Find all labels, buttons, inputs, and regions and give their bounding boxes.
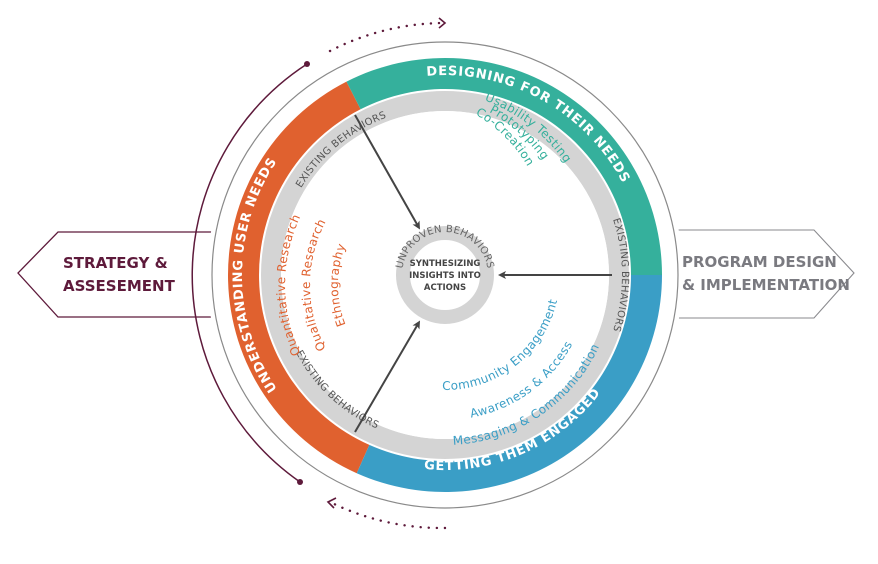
dotted-arrow-bottom-head [326,497,337,509]
segment-understanding-user-needs [228,81,370,474]
dotted-arrow-top [328,21,444,53]
segment-getting-them-engaged [356,275,662,492]
dotted-arrow-bottom [330,501,447,530]
strategy-label-line2: ASSESEMENT [63,277,176,295]
arrow-from-top-existing [354,114,420,230]
strategy-assessment-arrow [17,231,232,318]
segment-designing-for-their-needs [346,58,662,275]
cycle-arc-top-dot [304,61,310,67]
outer-circle [211,41,679,509]
hub-center-line1: SYNTHESIZING [410,259,481,269]
program-label-line2: & IMPLEMENTATION [682,276,850,294]
existing-behaviors-ring [261,91,629,459]
method-ethnography: Ethnography [327,241,348,328]
program-design-arrow [678,229,855,319]
hub-center-line2: INSIGHTS INTO [409,271,481,281]
arrow-from-bottom-existing [354,320,421,433]
cycle-arc-left [191,63,308,483]
hub-center-line3: ACTIONS [424,283,466,293]
program-label-line1: PROGRAM DESIGN [682,253,837,271]
strategy-label-line1: STRATEGY & [63,254,168,272]
cycle-arc-bottom-dot [297,479,303,485]
hub-ring [396,226,494,324]
dotted-arrow-top-head [438,17,447,29]
